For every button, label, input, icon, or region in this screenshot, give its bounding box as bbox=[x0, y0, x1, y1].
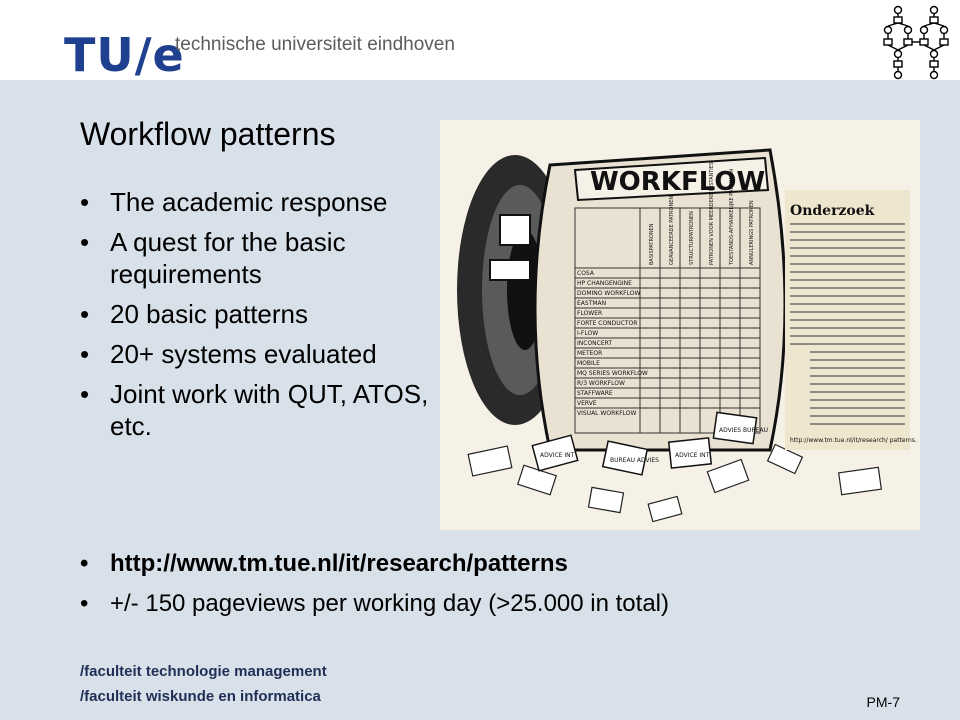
pattern-column-label: GEAVANCEERDE PATRONEN bbox=[669, 196, 675, 265]
system-row-label: EASTMAN bbox=[577, 300, 606, 307]
bullet-list: The academic response A quest for the ba… bbox=[80, 186, 440, 450]
system-row-label: FORTE CONDUCTOR bbox=[577, 320, 637, 327]
pattern-column-label: ANNULERINGS PATRONEN bbox=[749, 200, 755, 265]
system-row-label: INCONCERT bbox=[577, 340, 612, 347]
system-row-label: MOBILE bbox=[577, 360, 600, 367]
box-label: ADVIES BUREAU bbox=[719, 427, 768, 434]
workflow-cartoon-image: WORKFLOW COSA HP CHANGENGINE DOMINO WORK… bbox=[440, 120, 920, 530]
footer-faculty-1: /faculteit technologie management bbox=[80, 663, 327, 680]
bullet-item: Joint work with QUT, ATOS, etc. bbox=[80, 378, 440, 442]
pattern-column-label: TOESTANDS-AFHANKELIJKE PATRONEN bbox=[729, 169, 735, 266]
system-row-label: VISUAL WORKFLOW bbox=[577, 410, 636, 417]
petri-net-logo-icon bbox=[883, 5, 949, 80]
box-label: ADVICE INT bbox=[540, 452, 575, 459]
bullet-item: A quest for the basic requirements bbox=[80, 226, 440, 290]
system-row-label: HP CHANGENGINE bbox=[577, 280, 632, 287]
pattern-column-label: PATRONEN VOOR MEERDERE INSTANTIES bbox=[709, 162, 715, 265]
system-row-label: FLOWER bbox=[577, 310, 602, 317]
university-tagline: technische universiteit eindhoven bbox=[175, 34, 455, 55]
box-label: BUREAU ADVIES bbox=[610, 457, 659, 464]
slide-title: Workflow patterns bbox=[80, 116, 336, 152]
system-row-label: R/3 WORKFLOW bbox=[577, 380, 625, 387]
footer-faculty-2: /faculteit wiskunde en informatica bbox=[80, 688, 321, 705]
bullet-item: 20+ systems evaluated bbox=[80, 338, 440, 370]
tue-logo: TU/e bbox=[64, 28, 185, 82]
slide-header: TU/e technische universiteit eindhoven bbox=[0, 0, 960, 80]
bullet-item: The academic response bbox=[80, 186, 440, 218]
system-row-label: METEOR bbox=[577, 350, 602, 357]
system-row-label: MQ SERIES WORKFLOW bbox=[577, 370, 648, 377]
bullet-item: +/- 150 pageviews per working day (>25.0… bbox=[80, 588, 940, 620]
cartoon-sidebar-url: http://www.tm.tue.nl/it/research/ patter… bbox=[790, 437, 917, 444]
system-row-label: I-FLOW bbox=[577, 330, 598, 337]
pattern-column-label: STRUCTURPATRONEN bbox=[689, 211, 695, 265]
page-number: PM-7 bbox=[866, 694, 900, 710]
patterns-url-link[interactable]: http://www.tm.tue.nl/it/research/pattern… bbox=[80, 548, 940, 580]
system-row-label: VERVE bbox=[577, 400, 597, 407]
pattern-column-label: BASISPATRONEN bbox=[649, 223, 655, 265]
wide-bullet-list: http://www.tm.tue.nl/it/research/pattern… bbox=[80, 548, 940, 628]
system-row-label: COSA bbox=[577, 270, 595, 277]
box-label: ADVICE INT bbox=[675, 452, 710, 459]
system-row-label: STAFFWARE bbox=[577, 390, 613, 397]
bullet-item: 20 basic patterns bbox=[80, 298, 440, 330]
cartoon-banner: WORKFLOW bbox=[590, 167, 765, 197]
system-row-label: DOMINO WORKFLOW bbox=[577, 290, 640, 297]
cartoon-sidebar-title: Onderzoek bbox=[790, 203, 875, 219]
